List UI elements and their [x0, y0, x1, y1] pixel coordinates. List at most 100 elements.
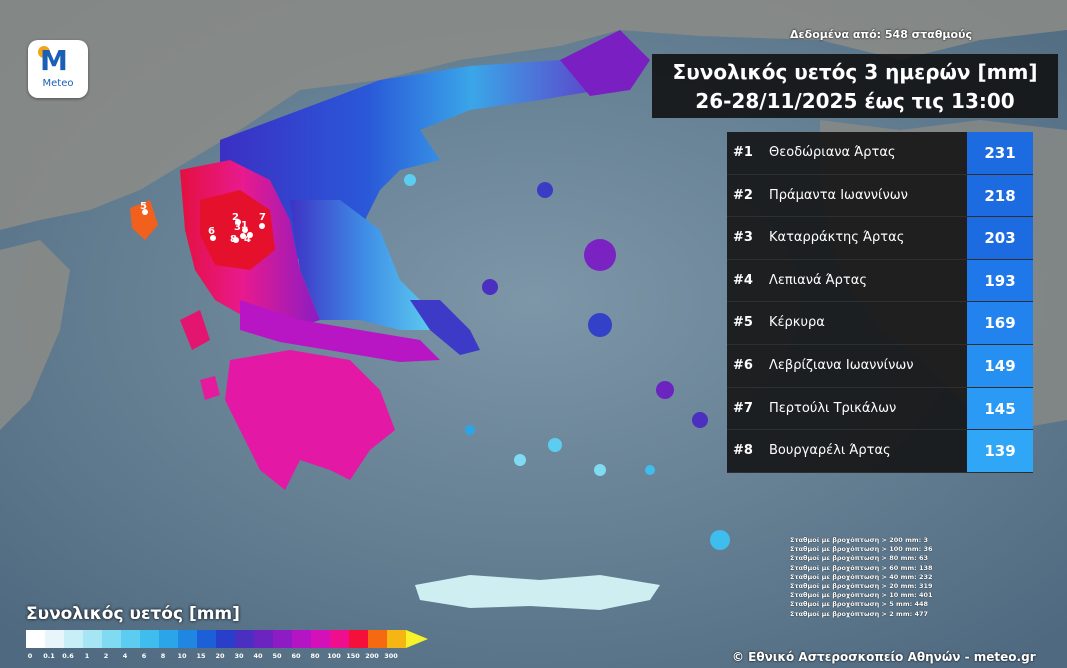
station-marker [242, 227, 248, 233]
legend-swatch [102, 630, 121, 648]
station-label: 4 [244, 234, 251, 245]
ranking-station: Λεβρίζιανα Ιωαννίνων [769, 357, 914, 373]
kefalonia-island [180, 310, 210, 350]
ranking-value: 193 [967, 259, 1033, 302]
station-label: 1 [241, 220, 248, 231]
legend-swatch [254, 630, 273, 648]
station-marker [210, 235, 216, 241]
ranking-station: Καταρράκτης Άρτας [769, 230, 905, 246]
legend-tick-label: 2 [103, 652, 109, 660]
aegean-island [514, 454, 526, 466]
ranking-number: #3 [733, 230, 753, 246]
logo-text: Meteo [42, 78, 74, 89]
station-label: 8 [230, 234, 237, 245]
map-subtitle: 26-28/11/2025 έως τις 13:00 [695, 89, 1015, 113]
zakynthos-island [200, 376, 220, 400]
ranking-value: 231 [967, 132, 1033, 174]
station-stats: Σταθμοί με βροχόπτωση > 200 mm: 3 Σταθμοί… [790, 536, 933, 619]
aegean-island [548, 438, 562, 452]
aegean-island [594, 464, 606, 476]
legend-tick-label: 20 [215, 652, 225, 660]
aegean-island [710, 530, 730, 550]
aegean-island [645, 465, 655, 475]
legend-swatch [178, 630, 197, 648]
legend-tick-label: 200 [365, 652, 379, 660]
aegean-island [588, 313, 612, 337]
aegean-island [692, 412, 708, 428]
epirus-core [200, 190, 275, 270]
legend-tick-label: 1 [84, 652, 90, 660]
aegean-island [404, 174, 416, 186]
legend-tick-label: 4 [122, 652, 128, 660]
station-label: 7 [259, 212, 266, 223]
copyright: © Εθνικό Αστεροσκοπείο Αθηνών - meteo.gr [732, 650, 1036, 664]
ranking-station: Βουργαρέλι Άρτας [769, 443, 891, 459]
ranking-number: #7 [733, 400, 753, 416]
legend-swatch [121, 630, 140, 648]
italy-land [0, 240, 70, 430]
legend-tick-label: 300 [384, 652, 398, 660]
ranking-value: 218 [967, 174, 1033, 217]
legend-swatch [83, 630, 102, 648]
sterea-region [240, 300, 440, 362]
crete-island [415, 575, 660, 610]
ranking-number: #8 [733, 443, 753, 459]
aegean-island [537, 182, 553, 198]
legend-tick-label: 30 [234, 652, 244, 660]
station-marker [240, 233, 246, 239]
station-stat-line: Σταθμοί με βροχόπτωση > 40 mm: 232 [790, 572, 933, 581]
legend-tick-label: 10 [177, 652, 187, 660]
balkans-land [0, 0, 1067, 230]
legend-swatch [368, 630, 387, 648]
peloponnese-region [225, 350, 395, 490]
legend-swatch [45, 630, 64, 648]
ranking-number: #1 [733, 145, 753, 160]
station-marker [259, 223, 265, 229]
legend-swatch [330, 630, 349, 648]
legend-swatch [273, 630, 292, 648]
legend-tick-label: 150 [346, 652, 360, 660]
corfu-island [130, 200, 158, 240]
station-stat-line: Σταθμοί με βροχόπτωση > 5 mm: 448 [790, 600, 929, 609]
legend-tick-label: 8 [160, 652, 166, 660]
ranking-number: #4 [733, 272, 753, 288]
ranking-value: 169 [967, 302, 1033, 344]
legend-swatch [64, 630, 83, 648]
legend-swatch [159, 630, 178, 648]
station-stat-line: Σταθμοί με βροχόπτωση > 2 mm: 477 [790, 609, 929, 618]
station-marker [235, 219, 241, 225]
station-label: 6 [208, 226, 215, 237]
legend-tick-label: 0.1 [43, 652, 55, 660]
ranking-value: 149 [967, 344, 1033, 387]
ranking-station: Θεοδώριανα Άρτας [769, 145, 896, 160]
legend-tick-label: 15 [196, 652, 206, 660]
aegean-island [656, 381, 674, 399]
legend-tick-label: 80 [310, 652, 320, 660]
source-note: Δεδομένα από: 548 σταθμούς [790, 28, 972, 41]
thrace-region [560, 30, 650, 96]
ranking-number: #6 [733, 357, 753, 373]
legend-tick-label: 40 [253, 652, 263, 660]
aegean-island [584, 239, 616, 271]
aegean-island [465, 425, 475, 435]
legend-swatch [216, 630, 235, 648]
legend-swatch [292, 630, 311, 648]
legend-swatch [197, 630, 216, 648]
ranking-row: #1 Θεοδώριανα Άρτας 231 [727, 132, 1033, 175]
station-label: 3 [234, 222, 241, 233]
station-stat-line: Σταθμοί με βροχόπτωση > 60 mm: 138 [790, 563, 933, 572]
legend-swatch [140, 630, 159, 648]
ranking-station: Λεπιανά Άρτας [769, 272, 867, 288]
station-marker [142, 209, 148, 215]
map-title: Συνολικός υετός 3 ημερών [mm] [672, 60, 1038, 84]
legend-tick-label: 0.6 [62, 652, 74, 660]
legend-tick-label: 60 [291, 652, 301, 660]
station-stat-line: Σταθμοί με βροχόπτωση > 20 mm: 319 [790, 582, 933, 591]
title-box: Συνολικός υετός 3 ημερών [mm] 26-28/11/2… [652, 54, 1058, 118]
station-stat-line: Σταθμοί με βροχόπτωση > 200 mm: 3 [790, 536, 929, 544]
